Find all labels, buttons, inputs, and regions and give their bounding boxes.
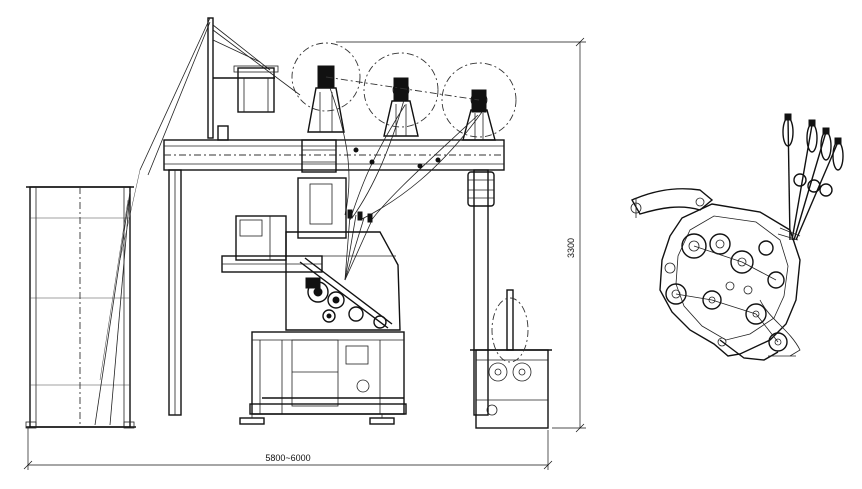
crane-mast: [119, 17, 301, 261]
central-machine: [221, 177, 407, 425]
width-dimension-label: 5800~6000: [265, 453, 310, 463]
mechanism-detail-view: [630, 113, 844, 361]
payoff-unit: [470, 289, 552, 429]
height-dimension-label: 3300: [566, 238, 576, 258]
torch-bundle: [777, 113, 844, 241]
gantry-frame: [163, 139, 505, 416]
side-frame-rack: [25, 186, 136, 429]
dimension-lines: [23, 37, 586, 470]
spool-assembly: [291, 42, 517, 223]
